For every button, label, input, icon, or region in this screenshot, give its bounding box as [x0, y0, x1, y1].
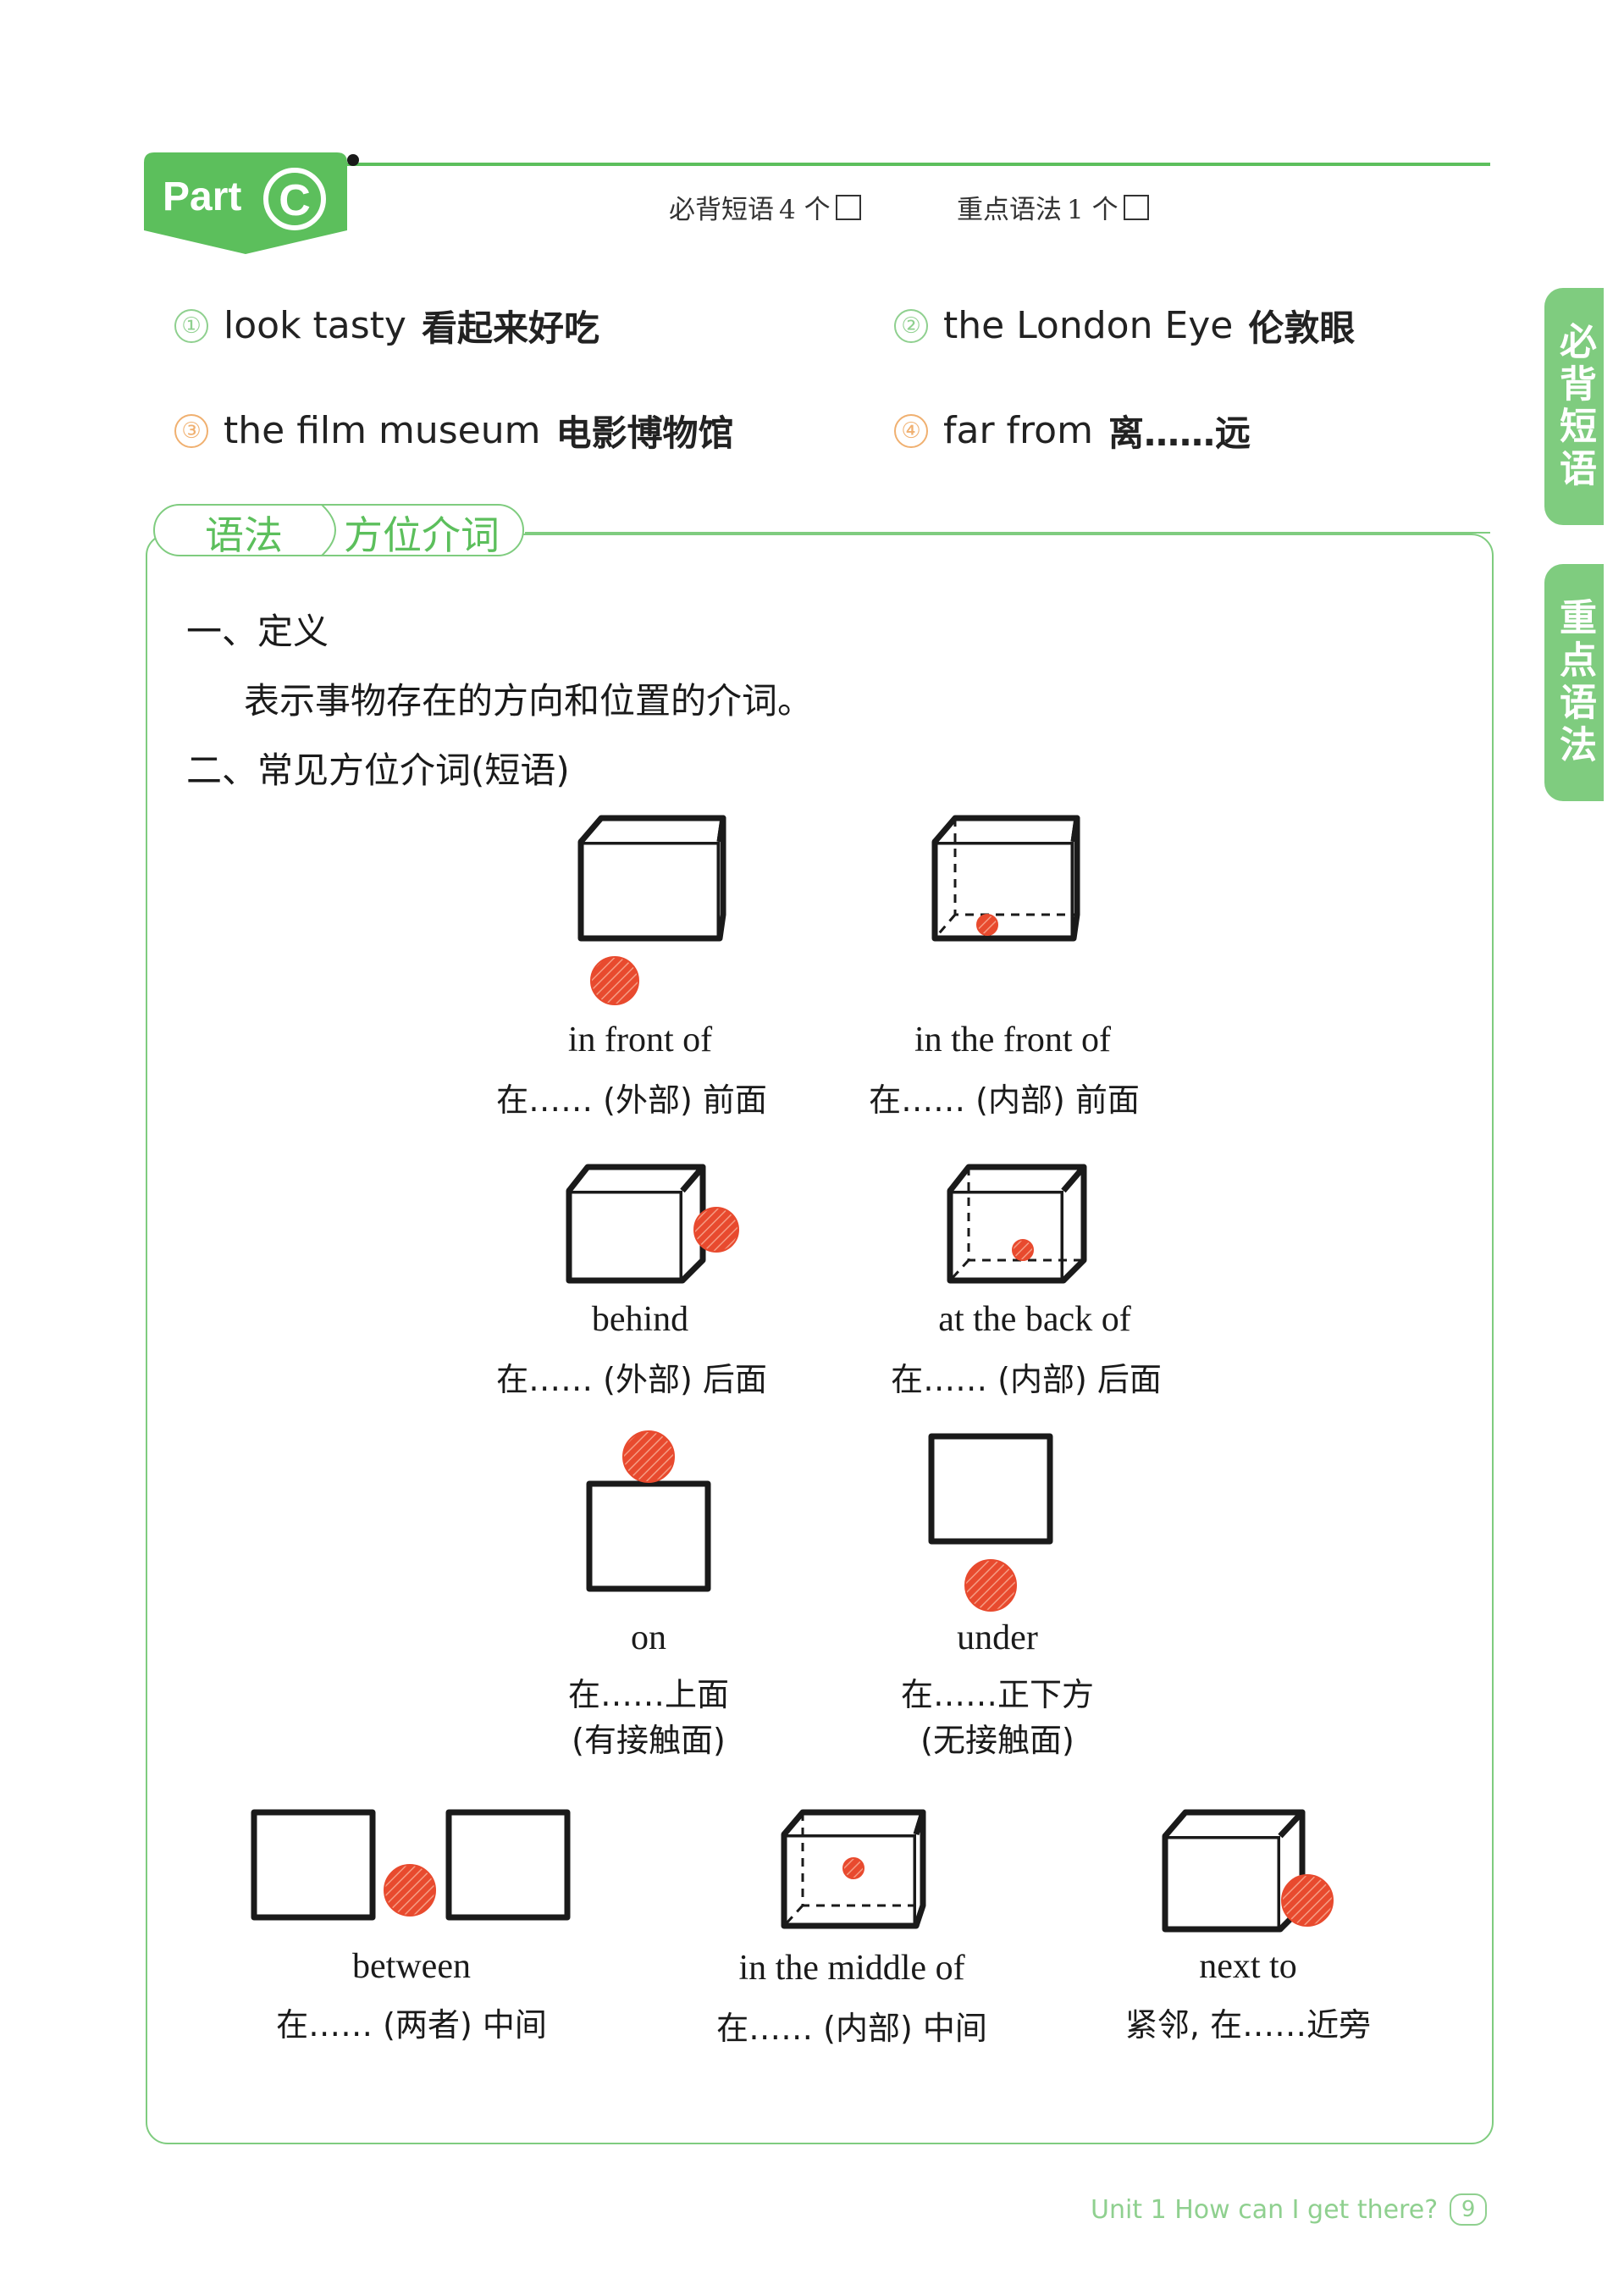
phrase-4: ④ far from 离……远 — [894, 405, 1251, 456]
box-in-the-front-of — [931, 815, 1080, 942]
counter-label: 重点语法 — [957, 195, 1062, 225]
label-zh: 在……上面 — [567, 1676, 729, 1713]
label-zh: 在…… (外部) 前面 — [496, 1081, 767, 1119]
phrase-number: ② — [894, 308, 928, 343]
ball-next-to — [1281, 1874, 1334, 1927]
ball-between — [384, 1864, 436, 1917]
phrase-en: the film museum — [224, 409, 541, 452]
ball-in-front-of — [590, 956, 639, 1005]
box-behind — [566, 1164, 706, 1284]
label-en: next to — [1199, 1947, 1297, 1986]
grammar-tab-label: 语法 — [205, 512, 283, 558]
phrase-en: look tasty — [224, 304, 406, 347]
ball-under — [964, 1559, 1017, 1612]
label-en: on — [631, 1618, 666, 1657]
box-between-right — [445, 1809, 571, 1921]
page-number: 9 — [1450, 2193, 1488, 2226]
phrase-zh: 电影博物馆 — [555, 412, 734, 454]
grammar-panel — [146, 534, 1494, 2144]
section2-heading: 二、常见方位介词(短语) — [186, 750, 570, 791]
label-en: in the middle of — [738, 1949, 965, 1988]
box-in-the-middle-of — [781, 1809, 926, 1929]
counter-grammar: 重点语法 1 个 — [957, 188, 1149, 226]
label-zh: 紧邻, 在……近旁 — [1124, 2006, 1372, 2044]
label-en: between — [352, 1947, 471, 1986]
counter-count: 4 个 — [779, 195, 831, 225]
part-badge: Part C — [144, 152, 347, 254]
label-en: under — [957, 1618, 1038, 1657]
part-label: Part — [163, 174, 241, 219]
phrase-1: ① look tasty 看起来好吃 — [174, 300, 599, 351]
counter-count: 1 个 — [1067, 195, 1119, 225]
phrase-zh: 离……远 — [1108, 412, 1251, 454]
label-zh: 在…… (内部) 中间 — [716, 2010, 987, 2047]
ball-at-the-back-of — [1012, 1239, 1034, 1261]
phrase-3: ③ the film museum 电影博物馆 — [174, 405, 734, 456]
phrase-number: ④ — [894, 413, 928, 448]
side-tab-phrases[interactable]: 必背短语 — [1544, 288, 1604, 525]
ball-in-the-front-of — [976, 914, 998, 936]
ball-on — [622, 1430, 675, 1483]
phrase-zh: 伦敦眼 — [1248, 307, 1356, 349]
label-en: at the back of — [938, 1300, 1131, 1339]
label-zh: 在…… (外部) 后面 — [496, 1361, 767, 1398]
checkbox[interactable] — [1123, 194, 1149, 220]
label-en: behind — [591, 1300, 689, 1339]
phrase-number: ① — [174, 308, 208, 343]
box-under — [928, 1433, 1053, 1545]
label-zh: 在……正下方 — [900, 1676, 1094, 1713]
definition-text: 表示事物存在的方向和位置的介词。 — [244, 680, 814, 722]
box-between-left — [251, 1809, 376, 1921]
section1-heading: 一、定义 — [186, 611, 329, 652]
footer-unit-title: Unit 1 How can I get there? — [1091, 2194, 1439, 2225]
phrase-zh: 看起来好吃 — [421, 307, 599, 349]
phrase-en: the London Eye — [943, 304, 1234, 347]
ball-behind — [693, 1207, 739, 1253]
counter-label: 必背短语 — [669, 195, 774, 225]
box-on — [586, 1480, 711, 1592]
label-zh: 在…… (两者) 中间 — [276, 2006, 547, 2044]
label-zh: 在…… (内部) 前面 — [869, 1081, 1140, 1119]
box-in-front-of — [577, 815, 726, 942]
box-at-the-back-of — [947, 1164, 1087, 1284]
header-rule — [347, 163, 1490, 166]
footer: Unit 1 How can I get there? 9 — [1091, 2193, 1488, 2226]
label-zh-note: (无接触面) — [920, 1722, 1074, 1759]
side-tab-grammar[interactable]: 重点语法 — [1544, 564, 1604, 801]
phrase-2: ② the London Eye 伦敦眼 — [894, 300, 1355, 351]
grammar-title: 方位介词 — [344, 512, 500, 558]
phrase-number: ③ — [174, 413, 208, 448]
label-en: in the front of — [914, 1021, 1112, 1059]
grammar-title-rule — [525, 532, 1490, 534]
checkbox[interactable] — [835, 194, 861, 220]
label-zh-note: (有接触面) — [572, 1722, 726, 1759]
grammar-tab-frame — [153, 504, 524, 556]
label-en: in front of — [567, 1021, 713, 1059]
ball-in-the-middle-of — [842, 1857, 864, 1879]
label-zh: 在…… (内部) 后面 — [891, 1361, 1162, 1398]
part-letter: C — [279, 176, 311, 225]
header-rule-dot — [347, 154, 359, 166]
box-next-to — [1162, 1809, 1306, 1933]
counter-phrases: 必背短语 4 个 — [669, 188, 861, 226]
phrase-en: far from — [943, 409, 1093, 452]
